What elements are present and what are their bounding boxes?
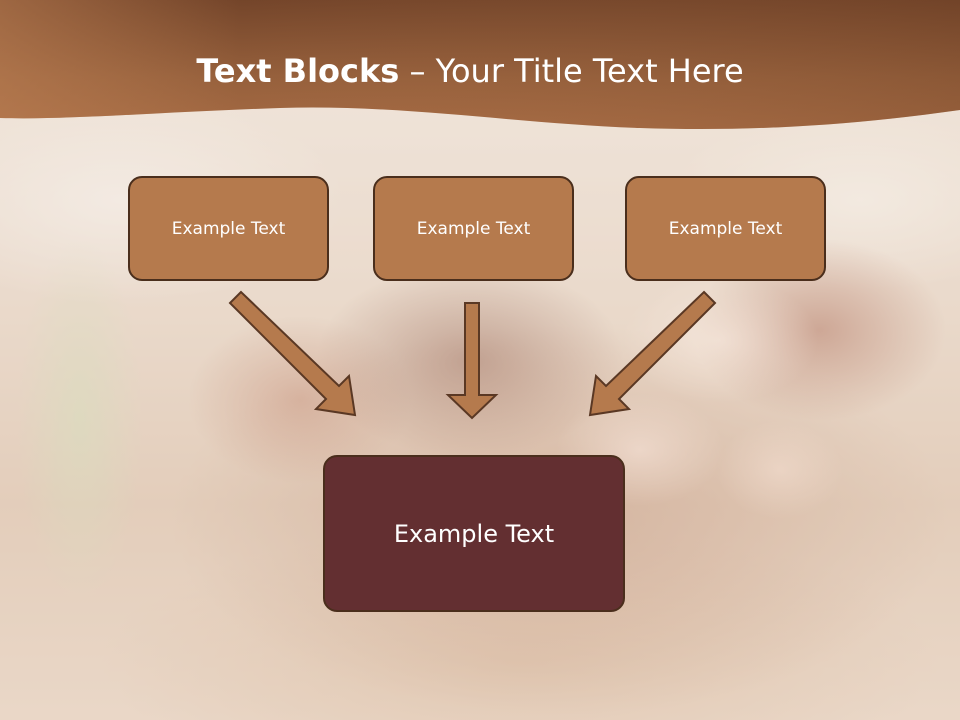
slide-title-bold: Text Blocks [196,52,400,90]
text-block-2-label: Example Text [416,218,531,239]
arrow-right-diagonal [588,290,717,417]
text-block-1-label: Example Text [171,218,286,239]
arrow-center-down [445,302,499,420]
text-block-3: Example Text [625,176,826,281]
slide-title-text: Your Title Text Here [435,52,744,90]
title-banner [0,0,960,130]
arrow-left-diagonal-shape [228,290,357,417]
slide-title-separator: – [399,52,436,90]
slide-title: Text Blocks – Your Title Text Here [0,52,940,90]
text-block-2: Example Text [373,176,574,281]
text-block-3-label: Example Text [668,218,783,239]
main-text-block-label: Example Text [393,519,555,548]
text-block-1: Example Text [128,176,329,281]
main-text-block: Example Text [323,455,625,612]
